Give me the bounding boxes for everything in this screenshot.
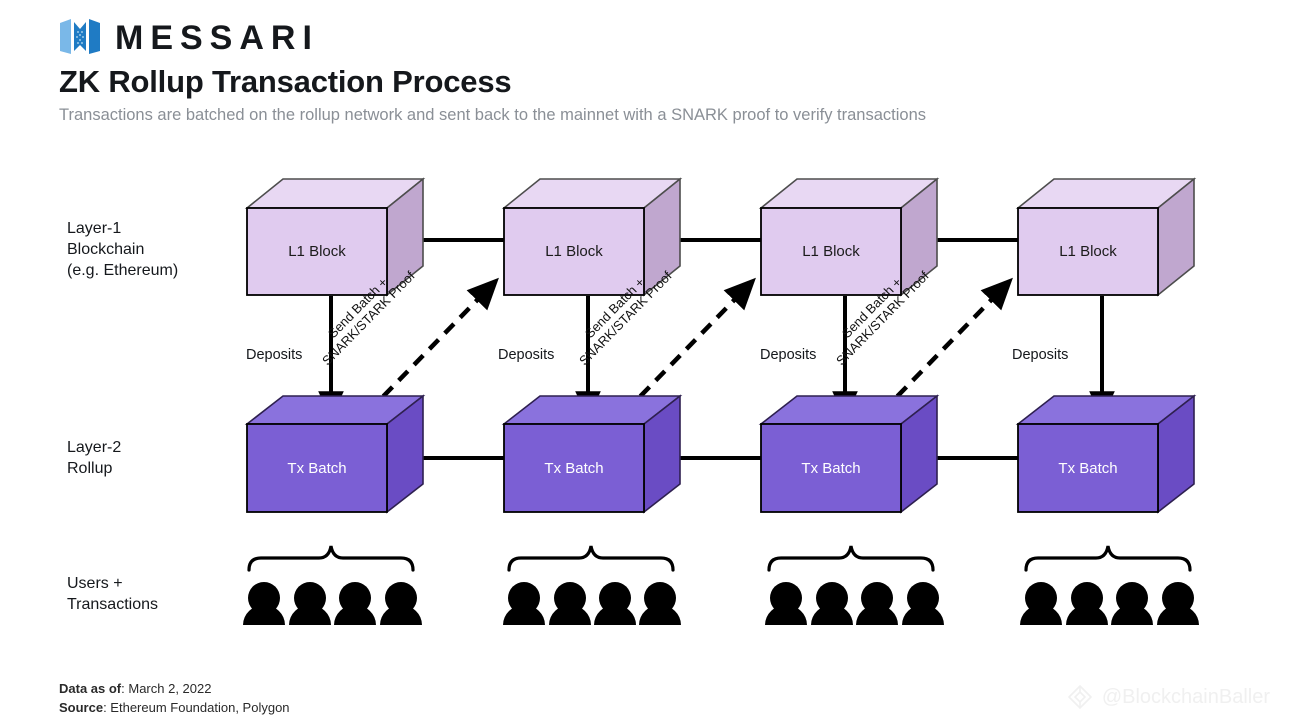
person-icon <box>503 582 545 625</box>
user-group-2 <box>503 582 681 625</box>
l1-block-2[interactable] <box>501 177 683 297</box>
person-icon <box>594 582 636 625</box>
row-label-layer1: Layer-1 Blockchain (e.g. Ethereum) <box>67 220 179 279</box>
person-icon <box>1066 582 1108 625</box>
person-icon <box>243 582 285 625</box>
l2-block-2[interactable] <box>501 394 683 514</box>
person-icon <box>1020 582 1062 625</box>
person-icon <box>289 582 331 625</box>
l1-block-1[interactable] <box>244 177 426 297</box>
watermark-handle: @BlockchainBaller <box>1101 685 1270 708</box>
page-subtitle: Transactions are batched on the rollup n… <box>59 106 927 124</box>
proof-deposit-label-4: Deposits <box>1012 347 1069 363</box>
l1-block-4[interactable] <box>1015 177 1197 297</box>
deposit-label-3: Deposits <box>760 347 817 363</box>
l1-block-3[interactable] <box>758 177 940 297</box>
user-group-1 <box>243 582 422 625</box>
footer-notes: Data as of: March 2, 2022 Source: Ethere… <box>59 679 290 717</box>
deposit-arrows <box>318 296 1115 420</box>
person-icon <box>856 582 898 625</box>
proof-arrows <box>366 277 1013 414</box>
footer-source-value: : Ethereum Foundation, Polygon <box>103 700 290 715</box>
person-icon <box>334 582 376 625</box>
page-title: ZK Rollup Transaction Process <box>59 64 512 99</box>
person-icon <box>811 582 853 625</box>
footer-source: Source: Ethereum Foundation, Polygon <box>59 698 290 717</box>
row-label-users: Users + Transactions <box>67 575 158 613</box>
watermark: @BlockchainBaller <box>1066 683 1270 711</box>
person-icon <box>1157 582 1199 625</box>
footer-data-as-of-value: : March 2, 2022 <box>121 681 212 696</box>
messari-m-logo-icon <box>59 18 101 58</box>
user-braces <box>247 545 1192 572</box>
l2-block-1[interactable] <box>244 394 426 514</box>
footer-data-as-of: Data as of: March 2, 2022 <box>59 679 290 698</box>
messari-logo: MESSARI <box>59 18 319 58</box>
deposit-label-2: Deposits <box>498 347 555 363</box>
brand-name: MESSARI <box>115 19 319 57</box>
person-icon <box>1111 582 1153 625</box>
person-icon <box>902 582 944 625</box>
deposit-label-1: Deposits <box>246 347 303 363</box>
user-group-4 <box>1020 582 1199 625</box>
person-icon <box>549 582 591 625</box>
l2-block-4[interactable] <box>1015 394 1197 514</box>
person-icon <box>639 582 681 625</box>
diamond-logo-icon <box>1066 683 1094 711</box>
footer-data-as-of-label: Data as of <box>59 681 122 696</box>
person-icon <box>765 582 807 625</box>
l2-block-3[interactable] <box>758 394 940 514</box>
person-icon <box>380 582 422 625</box>
row-label-layer2: Layer-2 Rollup <box>67 439 122 477</box>
user-group-3 <box>765 582 944 625</box>
footer-source-label: Source <box>59 700 104 715</box>
